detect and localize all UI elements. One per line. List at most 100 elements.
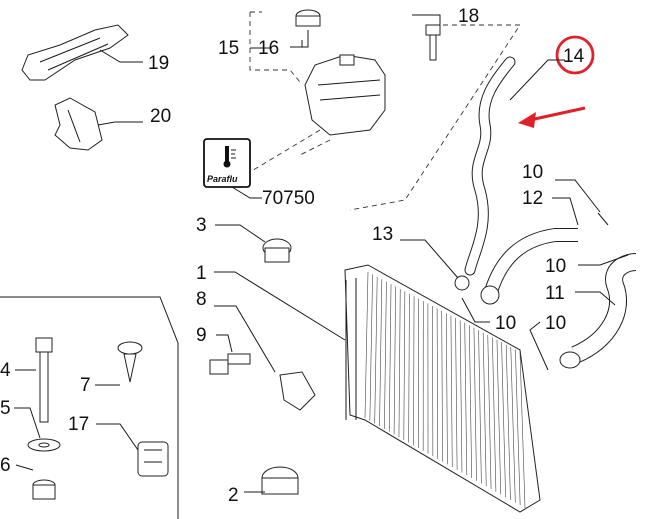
leader-12: [552, 197, 579, 226]
part-11-lower-hose: [559, 253, 637, 369]
part-17-clip: [137, 441, 169, 477]
part-2-mount: [261, 466, 299, 495]
part-9-bolt: [209, 353, 251, 375]
leader-17: [96, 423, 139, 451]
part-7-screw: [117, 341, 143, 383]
radiator-fin: [364, 271, 369, 419]
leader-10a: [555, 179, 601, 213]
label-1: 1: [196, 263, 207, 284]
label-10a: 10: [522, 162, 543, 183]
part-4-bolt: [35, 337, 53, 423]
part-12-hose: [483, 228, 578, 298]
leader-16: [290, 30, 309, 48]
leader-8: [214, 305, 276, 373]
paraflu-text: Paraflu: [207, 174, 238, 184]
fastener-inset-frame: [0, 296, 179, 519]
radiator-fin: [446, 313, 448, 465]
label-7: 7: [80, 375, 91, 396]
clamp-13: [454, 275, 470, 291]
part-1-radiator: [344, 264, 541, 513]
leader-20: [97, 121, 143, 126]
leader-3: [215, 224, 266, 243]
paraflu-icon-box: Paraflu: [203, 138, 251, 188]
leader-70750: [231, 186, 262, 199]
label-9: 9: [196, 325, 207, 346]
label-8: 8: [196, 289, 207, 310]
radiator-fin: [519, 351, 526, 509]
radiator-fin: [388, 284, 392, 432]
radiator-fin: [501, 342, 506, 498]
leader-10c: [461, 297, 490, 323]
radiator-fin: [464, 322, 468, 476]
leader-14: [509, 59, 565, 101]
label-3: 3: [196, 215, 207, 236]
leader-5: [14, 407, 41, 439]
radiator-fin: [505, 344, 511, 500]
part-15-expansion-tank: [304, 54, 386, 136]
label-5: 5: [0, 398, 11, 419]
radiator-fin: [510, 347, 516, 503]
part-20-bracket: [54, 97, 103, 151]
label-15: 15: [218, 38, 239, 59]
leader-19: [99, 49, 143, 63]
label-16: 16: [258, 38, 279, 59]
label-11: 11: [545, 283, 565, 304]
radiator-fin: [496, 339, 502, 495]
radiator-fin: [478, 330, 482, 484]
leader-13: [400, 239, 459, 279]
radiator-fin: [450, 315, 453, 468]
leader-11: [575, 291, 616, 306]
part-14-upper-hose: [464, 56, 516, 276]
leader-6: [15, 464, 34, 471]
dash-18-frame: [349, 24, 521, 211]
radiator-fin: [403, 291, 406, 440]
radiator-fin: [369, 274, 373, 421]
part-8-bracket: [279, 371, 316, 411]
radiator-fin: [374, 276, 378, 424]
radiator-fin: [398, 288, 401, 438]
label-10b: 10: [545, 256, 566, 277]
clamp-10a: [597, 212, 609, 226]
radiator-fin: [482, 332, 487, 487]
part-18-bolt: [425, 24, 441, 61]
radiator-fin: [408, 293, 410, 443]
label-17: 17: [68, 414, 89, 435]
leader-1: [214, 271, 346, 341]
radiator-fin: [393, 286, 396, 435]
label-19: 19: [148, 53, 169, 74]
label-14: 14: [563, 46, 585, 67]
radiator-fin: [413, 296, 415, 446]
label-4: 4: [0, 360, 11, 381]
radiator-fin: [459, 320, 463, 473]
part-19-bracket: [21, 24, 129, 81]
pointer-arrowhead: [518, 112, 536, 128]
label-6: 6: [0, 455, 11, 476]
leader-18: [412, 14, 441, 25]
radiator-fin: [473, 327, 477, 481]
radiator-fin: [469, 325, 472, 479]
radiator-fin: [455, 318, 458, 470]
leader-9: [216, 334, 233, 353]
label-18: 18: [458, 6, 479, 27]
label-13: 13: [372, 224, 393, 245]
label-10c: 10: [495, 313, 516, 334]
part-5-washer: [27, 438, 61, 452]
label-12: 12: [522, 188, 543, 209]
radiator-fin: [441, 310, 443, 462]
radiator-fin: [384, 281, 387, 429]
highlight-circle-14: [555, 35, 595, 75]
radiator-fin: [379, 279, 383, 427]
part-3-mount: [262, 238, 292, 263]
dash-15-frame: [249, 12, 301, 83]
leader-10d: [529, 321, 549, 371]
label-20: 20: [150, 106, 171, 127]
hose-end-12: [480, 285, 500, 305]
radiator-fin: [487, 335, 492, 489]
label-10d: 10: [545, 313, 566, 334]
label-70750: 70750: [262, 188, 315, 209]
part-16-cap: [295, 9, 321, 27]
part-6-bushing: [32, 479, 56, 500]
label-2: 2: [228, 485, 239, 506]
